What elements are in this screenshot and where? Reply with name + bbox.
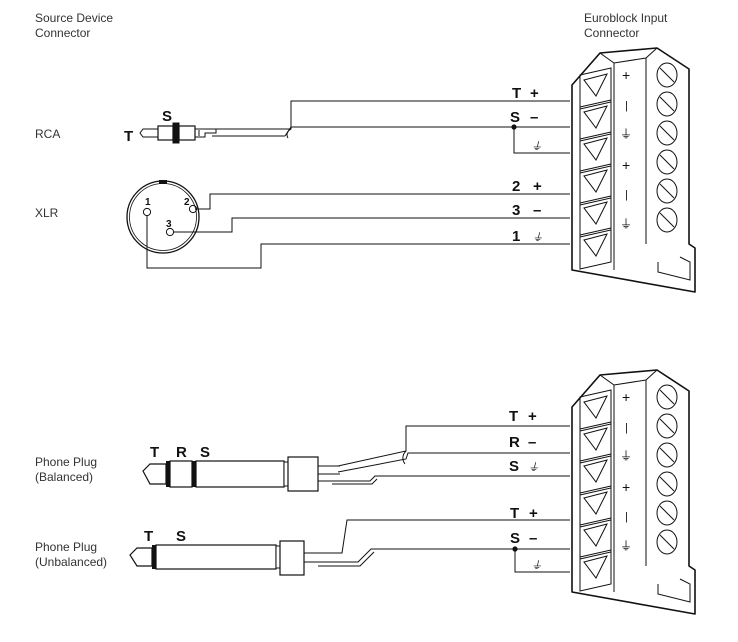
unbal-term-s-pin: S (510, 530, 520, 547)
ts-tip-label: T (144, 528, 153, 545)
euroblock-heading: Euroblock Input Connector (584, 11, 667, 41)
euro-heading-line1: Euroblock Input (584, 11, 668, 25)
euroblock-bottom-ground2-icon: ⏚ (620, 539, 632, 553)
rca-sleeve-wire-run (284, 126, 570, 137)
bal-term-r-pin: R (509, 434, 520, 451)
euroblock-top-plus-icon: + (622, 67, 630, 83)
phone-unbal-line1: Phone Plug (35, 540, 98, 554)
unbal-term-t-pin: T (510, 505, 519, 522)
euroblock-top-ground2-icon: ⏚ (620, 217, 632, 231)
rca-term-s-pin: S (510, 109, 520, 126)
trs-tip-label: T (150, 444, 159, 461)
euroblock-bottom-plus2-icon: + (622, 479, 630, 495)
source-heading-line1: Source Device (35, 11, 114, 25)
xlr-pin1-wire (146, 215, 570, 269)
rca-term-t-sign: + (530, 85, 539, 102)
xlr-pin1-label: 1 (145, 197, 151, 208)
euroblock-bottom-ground-icon: ⏚ (620, 449, 632, 463)
euroblock-top (571, 47, 696, 293)
euroblock-bottom-minus-icon: | (625, 422, 628, 434)
euroblock-top-ground-icon: ⏚ (620, 127, 632, 141)
source-heading-line2: Connector (35, 26, 91, 40)
xlr-term-3-sign: – (533, 202, 541, 219)
xlr-pin2-wire (196, 193, 570, 210)
rca-sleeve-label: S (162, 108, 172, 125)
rca-term-t-pin: T (512, 85, 521, 102)
bal-term-s-ground-icon: ⏚ (528, 462, 539, 474)
euroblock-top-plus2-icon: + (622, 157, 630, 173)
phone-bal-line2: (Balanced) (35, 470, 94, 484)
euroblock-top-minus-icon: | (625, 100, 628, 112)
rca-label: RCA (35, 127, 61, 141)
rca-junction-dot (511, 124, 517, 130)
rca-tip-label: T (124, 128, 133, 145)
bal-term-s-pin: S (509, 458, 519, 475)
xlr-term-2-pin: 2 (512, 178, 520, 195)
xlr-pin2-label: 2 (184, 197, 190, 208)
phone-unbal-line2: (Unbalanced) (35, 555, 108, 569)
xlr-term-1-ground-icon: ⏚ (532, 232, 543, 244)
trs-ring-wire (337, 452, 570, 473)
ts-ground-jumper (514, 549, 570, 573)
rca-term-s-sign: – (530, 109, 538, 126)
xlr-label: XLR (35, 206, 59, 220)
ts-sleeve-wire (318, 548, 570, 563)
euroblock-bottom-plus-icon: + (622, 389, 630, 405)
xlr-term-2-sign: + (533, 178, 542, 195)
bal-term-t-pin: T (509, 408, 518, 425)
trs-sleeve-wire (332, 475, 570, 482)
bal-term-t-sign: + (528, 408, 537, 425)
ts-sleeve-label: S (176, 528, 186, 545)
trs-sleeve-label: S (200, 444, 210, 461)
unbal-term-s-sign: – (529, 530, 537, 547)
ts-plug (129, 540, 325, 576)
ts-junction-dot (512, 546, 518, 552)
trs-sleeve-wire-2 (332, 478, 378, 485)
rca-connector (139, 122, 217, 144)
xlr-pin3-label: 3 (166, 219, 172, 230)
rca-cable-break (286, 128, 292, 139)
bal-term-r-sign: – (528, 434, 536, 451)
euro-heading-line2: Connector (584, 26, 640, 40)
xlr-connector (126, 180, 200, 254)
trs-plug (142, 456, 340, 492)
euroblock-bottom-minus2-icon: | (625, 511, 628, 523)
euroblock-bottom (571, 369, 696, 615)
rca-tip-wire (212, 100, 570, 130)
source-connector-heading: Source Device Connector (35, 11, 113, 41)
rca-ground-icon: ⏚ (531, 141, 542, 153)
trs-tip-wire (337, 425, 570, 467)
phone-bal-line1: Phone Plug (35, 455, 98, 469)
unbal-ground-icon: ⏚ (531, 560, 542, 572)
ts-tip-wire (318, 519, 570, 554)
rca-ground-jumper (513, 127, 570, 154)
phone-plug-balanced-label: Phone Plug (Balanced) (35, 455, 97, 485)
phone-plug-unbalanced-label: Phone Plug (Unbalanced) (35, 540, 107, 570)
xlr-term-1-pin: 1 (512, 228, 520, 245)
xlr-pin3-wire (173, 217, 570, 233)
unbal-term-t-sign: + (529, 505, 538, 522)
trs-ring-label: R (176, 444, 187, 461)
euroblock-top-minus2-icon: | (625, 189, 628, 201)
xlr-term-3-pin: 3 (512, 202, 520, 219)
ts-sleeve-wire-2 (318, 551, 375, 567)
trs-cable-break (402, 450, 407, 465)
